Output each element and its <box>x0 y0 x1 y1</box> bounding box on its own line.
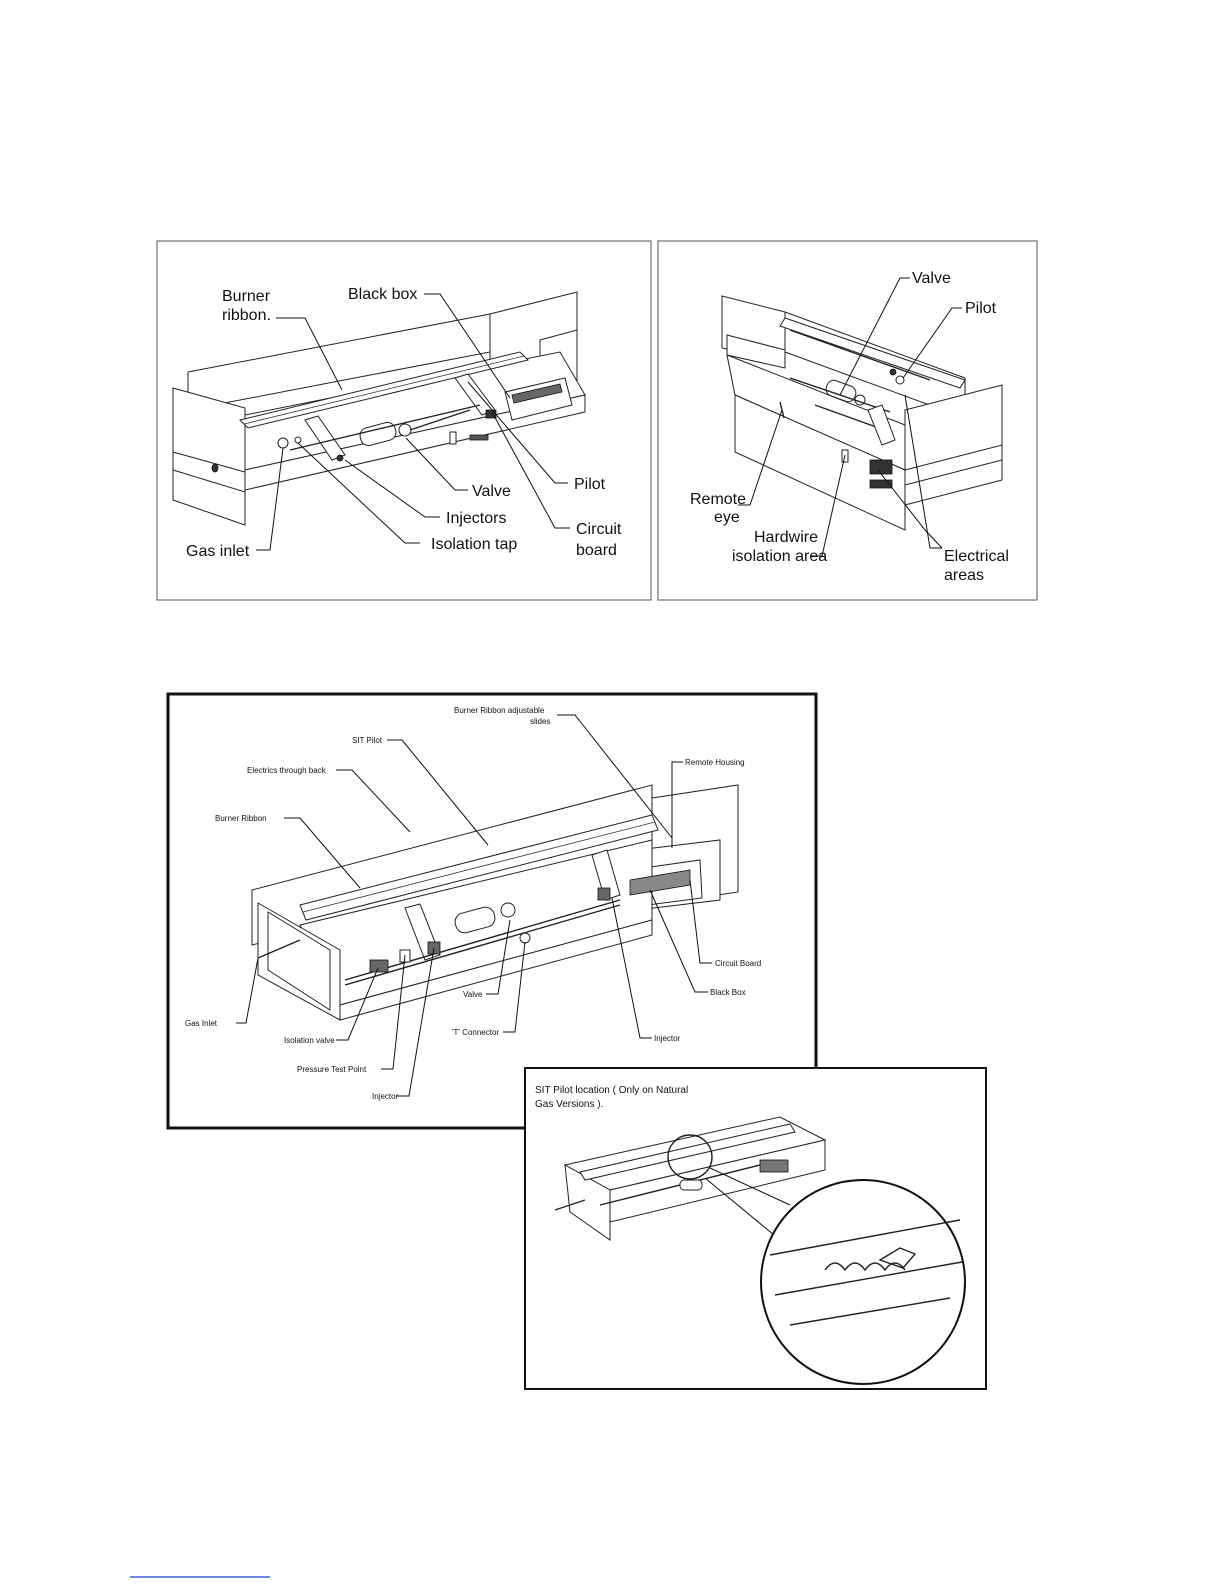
label-valve-bottom: Valve <box>463 990 483 999</box>
label-electrical-2: areas <box>944 567 984 584</box>
leaders-bottom <box>236 714 712 1097</box>
fireplace-drawing-right <box>721 295 1003 531</box>
label-ribbon-slides-1: Burner Ribbon adjustable <box>454 706 545 715</box>
leaders-top-right <box>738 277 962 557</box>
label-hardwire-1: Hardwire <box>754 529 818 546</box>
figure-top-left: Burner ribbon. Black box Pilot Valve Inj… <box>156 240 652 601</box>
figure-bottom: Burner Ribbon adjustable slides SIT Pilo… <box>166 692 818 1130</box>
label-injector-right: Injector <box>654 1034 681 1043</box>
inset-caption-2: Gas Versions ). <box>535 1099 603 1110</box>
label-remote-housing: Remote Housing <box>685 758 745 767</box>
figure-inset: SIT Pilot location ( Only on Natural Gas… <box>524 1067 987 1390</box>
label-electrics-back: Electrics through back <box>247 766 327 775</box>
label-ribbon-slides-2: slides <box>530 717 550 726</box>
label-injector-left: Injector <box>372 1092 399 1101</box>
label-t-connector: 'T' Connector <box>452 1028 499 1037</box>
label-gas-inlet-bottom: Gas Inlet <box>185 1019 218 1028</box>
label-pilot-right: Pilot <box>965 300 997 317</box>
label-burner-ribbon-2: ribbon. <box>222 307 271 324</box>
leaders-top-left <box>256 293 570 551</box>
label-circuit-board-bottom: Circuit Board <box>715 959 761 968</box>
label-circuit-board-2: board <box>576 542 617 559</box>
label-burner-ribbon-1: Burner <box>222 288 271 305</box>
labels-bottom: Burner Ribbon adjustable slides SIT Pilo… <box>185 706 761 1101</box>
label-valve: Valve <box>472 483 511 500</box>
label-sit-pilot: SIT Pilot <box>352 736 383 745</box>
label-black-box-bottom: Black Box <box>710 988 746 997</box>
labels-top-right: Valve Pilot Remote eye Hardwire isolatio… <box>690 270 1009 584</box>
label-burner-ribbon-bottom: Burner Ribbon <box>215 814 267 823</box>
label-remote-eye-1: Remote <box>690 491 746 508</box>
label-isolation-valve: Isolation valve <box>284 1036 335 1045</box>
label-black-box: Black box <box>348 286 417 303</box>
label-remote-eye-2: eye <box>714 509 740 526</box>
label-gas-inlet: Gas inlet <box>186 543 250 560</box>
label-hardwire-2: isolation area <box>732 548 827 565</box>
inset-caption-1: SIT Pilot location ( Only on Natural <box>535 1085 688 1096</box>
fireplace-drawing-bottom <box>251 784 739 1021</box>
label-electrical-1: Electrical <box>944 548 1009 565</box>
fireplace-drawing-left <box>172 291 586 526</box>
inset-drawing <box>554 1116 966 1385</box>
label-isolation-tap: Isolation tap <box>431 536 517 553</box>
label-valve-right: Valve <box>912 270 951 287</box>
label-pressure-test-point: Pressure Test Point <box>297 1065 367 1074</box>
label-circuit-board-1: Circuit <box>576 521 622 538</box>
label-pilot: Pilot <box>574 476 606 493</box>
labels-top-left: Burner ribbon. Black box Pilot Valve Inj… <box>186 286 622 560</box>
figure-top-right: Valve Pilot Remote eye Hardwire isolatio… <box>657 240 1038 601</box>
label-injectors: Injectors <box>446 510 506 527</box>
